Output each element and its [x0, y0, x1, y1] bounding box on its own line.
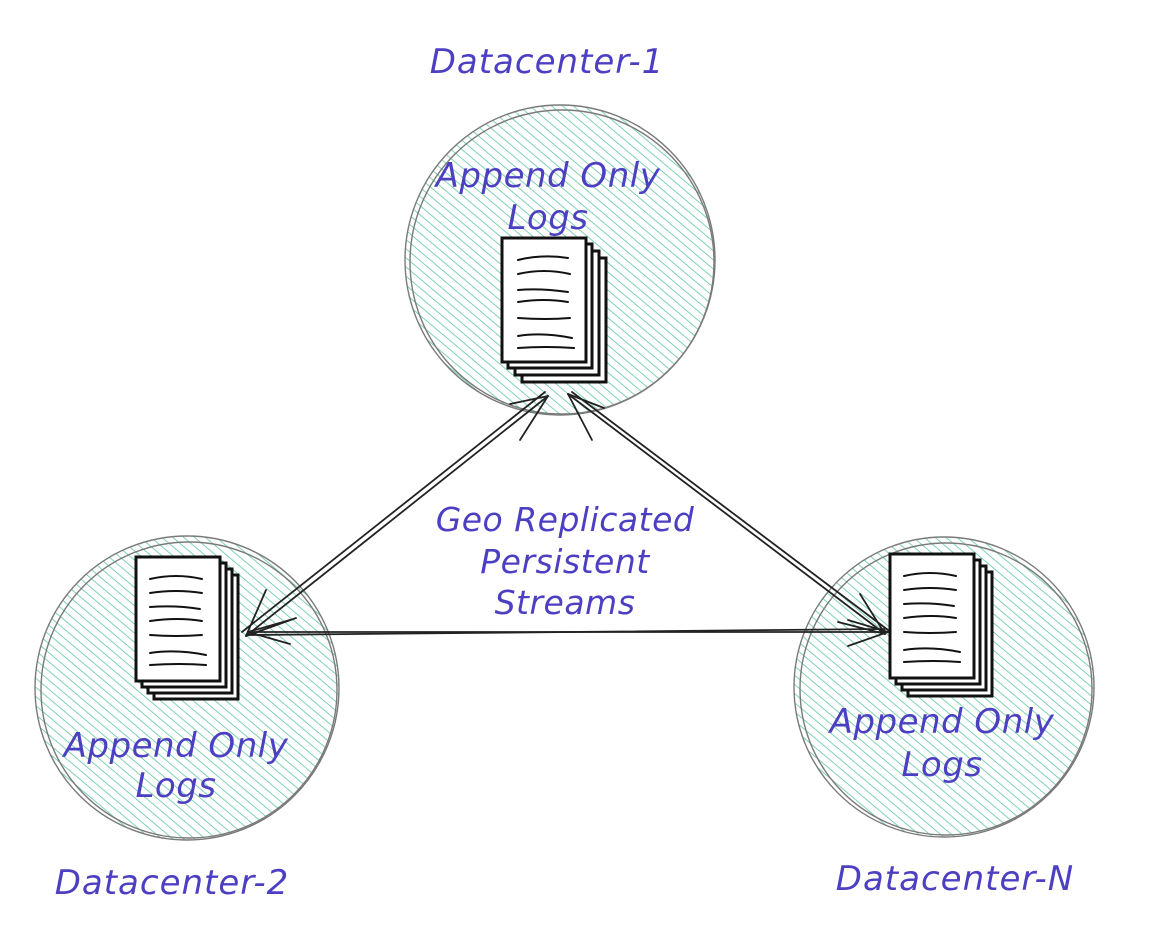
- datacenter-n-store-line2: Logs: [901, 745, 982, 785]
- datacenter-n-title: Datacenter-N: [836, 859, 1074, 899]
- replication-links: [241, 391, 889, 647]
- document-stack-icon: [888, 552, 994, 698]
- datacenter-2-store-line2: Logs: [135, 766, 216, 806]
- replication-label-line1: Geo Replicated: [436, 500, 695, 539]
- link-dc1-dcn: [567, 391, 889, 635]
- datacenter-2-store-line1: Append Only: [62, 726, 289, 766]
- replication-label: Geo Replicated Persistent Streams: [436, 500, 695, 622]
- datacenter-1-store-line2: Logs: [507, 198, 588, 238]
- link-dc2-dcn: [247, 619, 889, 647]
- datacenter-n-store-line1: Append Only: [828, 702, 1055, 742]
- datacenter-n-node: Datacenter-N Append Only Logs: [793, 536, 1095, 899]
- datacenter-1-node: Datacenter-1 Append Only Logs: [404, 42, 716, 416]
- link-dc1-dc2: [241, 391, 549, 637]
- document-stack-icon: [500, 236, 608, 384]
- datacenter-2-title: Datacenter-2: [55, 863, 290, 903]
- replication-label-line3: Streams: [495, 583, 636, 622]
- datacenter-1-store-line1: Append Only: [434, 156, 661, 196]
- datacenter-2-node: Datacenter-2 Append Only Logs: [34, 535, 340, 903]
- document-stack-icon: [134, 555, 240, 701]
- datacenter-1-title: Datacenter-1: [430, 42, 665, 82]
- replication-label-line2: Persistent: [480, 542, 650, 581]
